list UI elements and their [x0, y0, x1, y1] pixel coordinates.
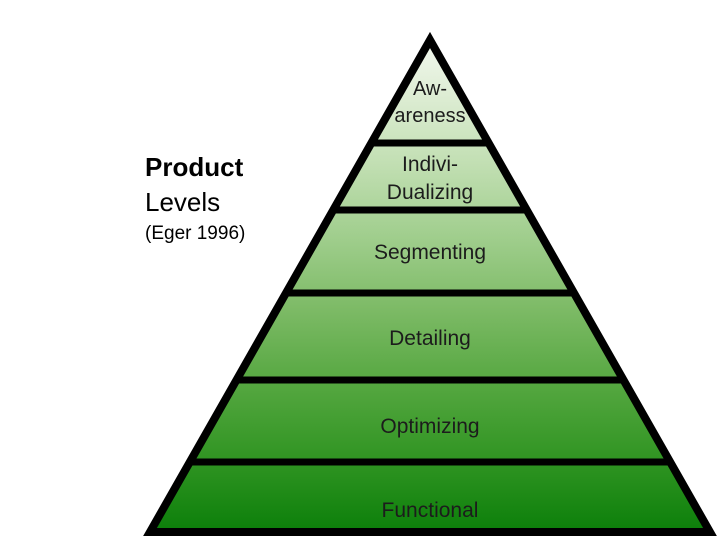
pyramid-shape — [143, 31, 717, 536]
title-citation: (Eger 1996) — [145, 223, 246, 244]
level-label-functional: Functional — [382, 499, 479, 522]
level-label-detailing: Detailing — [389, 327, 471, 350]
level-label-awareness-line2: areness — [394, 105, 465, 127]
level-label-individualizing-line2: Dualizing — [387, 181, 473, 204]
diagram-title: Product Levels (Eger 1996) — [145, 150, 245, 249]
level-label-optimizing: Optimizing — [380, 415, 479, 438]
level-label-awareness-line1: Aw- — [413, 78, 447, 100]
title-product: Product — [145, 152, 244, 182]
level-label-segmenting: Segmenting — [374, 241, 486, 264]
title-levels: Levels — [145, 187, 221, 217]
level-label-individualizing-line1: Indivi- — [402, 153, 458, 176]
